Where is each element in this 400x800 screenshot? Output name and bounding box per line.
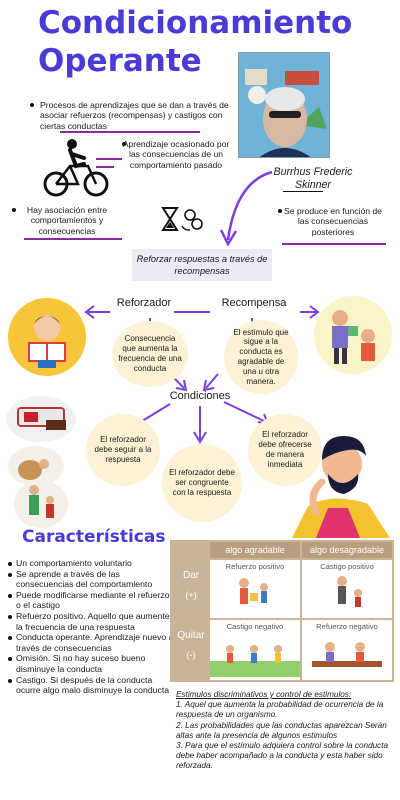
chocolate-image (6, 396, 76, 442)
divider (282, 243, 386, 245)
cyclist-icon (43, 139, 109, 197)
cell-refuerzo-negativo-label: Refuerzo negativo (316, 622, 378, 631)
circle-consecuencia: Consecuencia que aumenta la frecuencia d… (112, 321, 188, 387)
dog-icon (18, 459, 49, 480)
estimulo-item-1: 1. Aquel que aumenta la probabilidad de … (176, 700, 384, 720)
circle-congruente: El reforzador debe ser congruente con la… (162, 444, 242, 522)
author-name: Burrhus Frederic Skinner (273, 166, 353, 191)
skinner-photo (238, 52, 330, 158)
row-sign-dar: (+) (185, 590, 197, 600)
cell-refuerzo-positivo: Refuerzo positivo (210, 560, 300, 618)
label-recompensa: Recompensa (221, 297, 287, 309)
skinner-portrait-icon (239, 53, 329, 157)
bullet-aprendizaje-text: Aprendizaje ocasionado por las consecuen… (122, 139, 230, 170)
bullet-procesos: Procesos de aprendizajes que se dan a tr… (30, 100, 235, 131)
divider (96, 158, 122, 160)
divider (60, 131, 200, 133)
circle-seguir: El reforzador debe seguir a la respuesta (86, 414, 160, 486)
label-condiciones: Condiciones (169, 390, 231, 402)
bullet-asociacion-text: Hay asociación entre comportamientos y c… (26, 205, 108, 236)
reforzar-box: Reforzar respuestas a través de recompen… (132, 249, 272, 281)
table-header-desagradable: algo desagradable (302, 542, 392, 558)
caracteristica-item: Castigo. Si después de la conducta ocurr… (6, 675, 176, 696)
page-title: Condicionamiento Operante (38, 5, 353, 79)
circle-estimulo: El estímulo que sigue a la conducta es a… (224, 320, 298, 394)
estimulos-block: Estimulos discriminativos y control de e… (176, 690, 394, 772)
bullet-aprendizaje: Aprendizaje ocasionado por las consecuen… (120, 139, 232, 170)
bullet-funcion: Se produce en función de las consecuenci… (278, 206, 388, 237)
giving-present-icon (239, 578, 268, 604)
bullet-asociacion: Hay asociación entre comportamientos y c… (12, 205, 122, 236)
family-meal-icon (312, 642, 382, 667)
cell-castigo-positivo: Castigo positivo (302, 560, 392, 618)
caracteristica-item: Refuerzo positivo. Aquello que aumente l… (6, 611, 176, 632)
row-sign-quitar: (-) (186, 650, 196, 660)
kids-reward-icon (332, 310, 375, 364)
row-label-dar: Dar (182, 570, 200, 581)
caracteristica-item: Puede modificarse mediante el refuerzo o… (6, 590, 176, 611)
divider (24, 238, 122, 240)
parent-child-icon (29, 485, 54, 518)
kids-reward-image (314, 296, 392, 374)
estimulos-heading: Estimulos discriminativos y control de e… (176, 690, 352, 699)
circle-inmediata: El reforzador debe ofrecerse de manera i… (248, 414, 322, 486)
dog-image (8, 446, 64, 486)
bullet-dot (12, 208, 16, 212)
bullet-procesos-text: Procesos de aprendizajes que se dan a tr… (40, 100, 229, 131)
table-header-agradable: algo agradable (210, 542, 300, 558)
bullet-dot (30, 103, 34, 107)
bullet-dot (278, 209, 282, 213)
parent-child-image (14, 480, 68, 528)
bullet-funcion-text: Se produce en función de las consecuenci… (284, 206, 382, 237)
kids-playground-icon (210, 645, 300, 677)
caracteristica-item: Omisión. Si no hay suceso bueno disminuy… (6, 653, 176, 674)
row-label-quitar: Quitar (177, 630, 205, 641)
cell-castigo-negativo: Castigo negativo (210, 620, 300, 680)
divider (96, 166, 114, 168)
boy-reading-image (8, 298, 86, 376)
bullet-dot (122, 142, 126, 146)
caracteristica-item: Se aprende a través de las consecuencias… (6, 569, 176, 590)
cell-refuerzo-negativo: Refuerzo negativo (302, 620, 392, 680)
author-underline (283, 191, 323, 192)
curved-arrow-icon (219, 170, 273, 247)
cell-castigo-positivo-label: Castigo positivo (320, 562, 374, 571)
reinforcement-table: algo agradable algo desagradable Dar (+)… (170, 540, 394, 682)
thinking-man-icon (292, 436, 390, 538)
caracteristicas-heading: Características (22, 527, 166, 547)
cell-refuerzo-positivo-label: Refuerzo positivo (225, 562, 285, 571)
estimulo-item-2: 2. Las probabilidades que las conductas … (176, 720, 387, 740)
chocolate-icon (17, 407, 66, 430)
scolding-icon (337, 576, 362, 607)
estimulo-item-3: 3. Para que el estímulo adquiera control… (176, 741, 389, 771)
caracteristica-item: Conducta operante. Aprendizaje nuevo a t… (6, 632, 176, 653)
hourglass-icon (161, 207, 203, 231)
label-reforzador: Reforzador (116, 297, 172, 309)
boy-reading-icon (28, 315, 66, 368)
caracteristica-item: Un comportamiento voluntario (6, 558, 176, 569)
cell-castigo-negativo-label: Castigo negativo (226, 622, 284, 631)
